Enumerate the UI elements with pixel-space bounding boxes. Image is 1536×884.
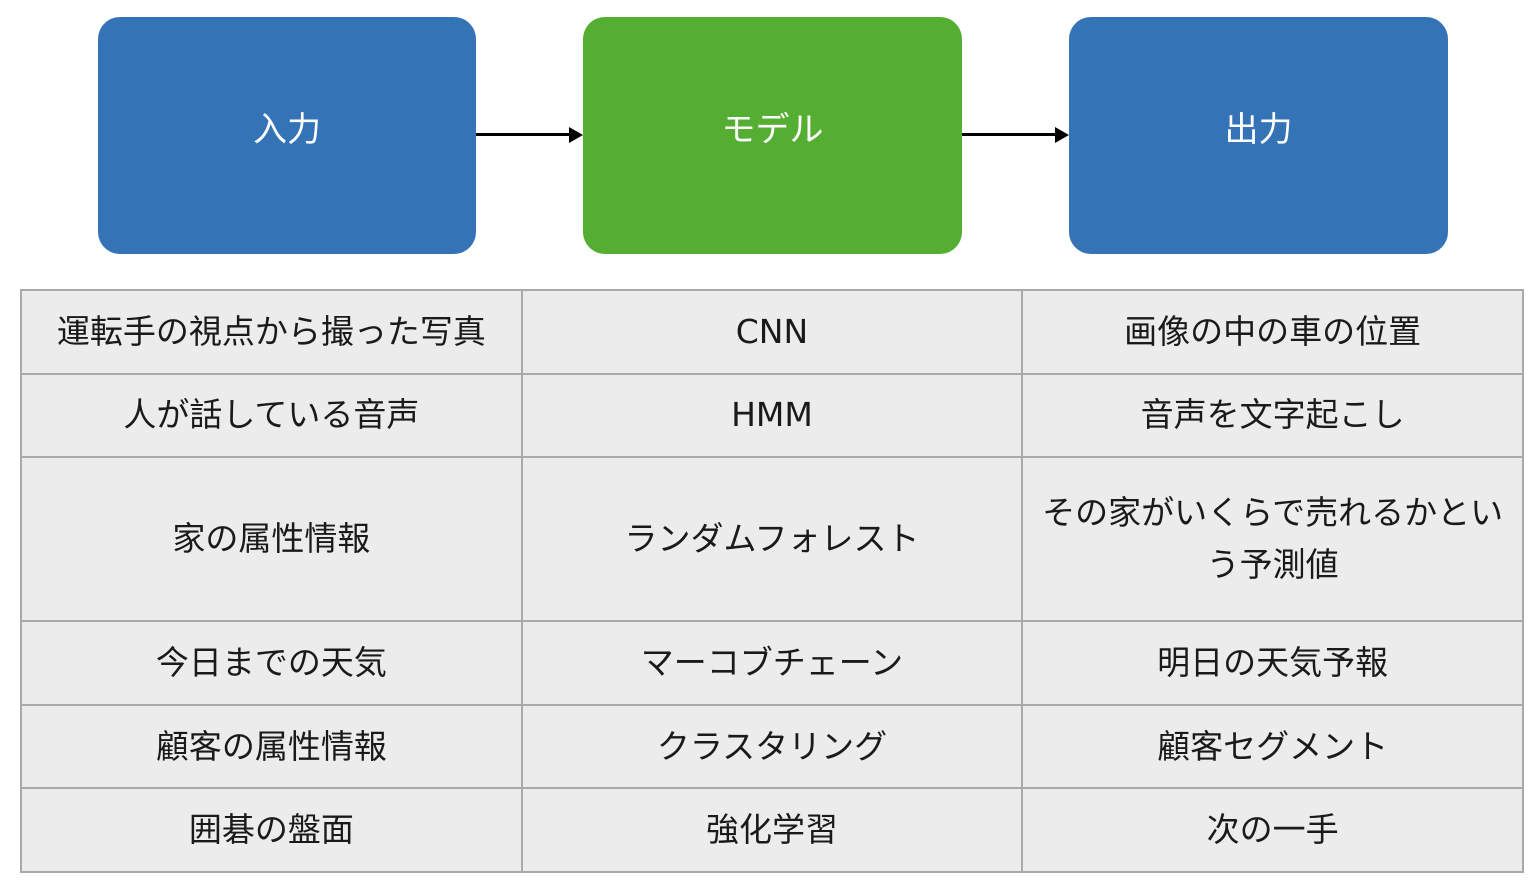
input-box-label: 入力 [253, 110, 321, 150]
table-row: 運転手の視点から撮った写真 CNN 画像の中の車の位置 [20, 289, 1524, 375]
model-cell: CNN [520, 289, 1024, 375]
input-cell: 運転手の視点から撮った写真 [20, 289, 523, 375]
output-cell: その家がいくらで売れるかという予測値 [1021, 456, 1524, 623]
output-box-label: 出力 [1224, 110, 1293, 150]
input-cell: 人が話している音声 [20, 372, 523, 459]
arrow-model-to-output [962, 133, 1057, 136]
output-cell: 明日の天気予報 [1021, 620, 1524, 706]
table-row: 今日までの天気 マーコブチェーン 明日の天気予報 [20, 620, 1524, 706]
model-box: モデル [583, 17, 962, 254]
input-cell: 顧客の属性情報 [20, 703, 523, 790]
model-cell: ランダムフォレスト [520, 456, 1024, 623]
table-row: 人が話している音声 HMM 音声を文字起こし [20, 372, 1524, 459]
output-cell: 音声を文字起こし [1021, 372, 1524, 459]
input-cell: 家の属性情報 [20, 456, 523, 623]
input-box: 入力 [98, 17, 476, 254]
model-cell: 強化学習 [520, 787, 1024, 873]
table-row: 囲碁の盤面 強化学習 次の一手 [20, 787, 1524, 873]
output-cell: 顧客セグメント [1021, 703, 1524, 790]
model-cell: マーコブチェーン [520, 620, 1024, 706]
arrowhead-input-to-model [569, 127, 583, 143]
examples-table: 運転手の視点から撮った写真 CNN 画像の中の車の位置 人が話している音声 HM… [20, 289, 1524, 873]
arrow-input-to-model [476, 133, 571, 136]
output-box: 出力 [1069, 17, 1448, 254]
output-cell: 画像の中の車の位置 [1021, 289, 1524, 375]
table-row: 家の属性情報 ランダムフォレスト その家がいくらで売れるかという予測値 [20, 456, 1524, 623]
input-cell: 囲碁の盤面 [20, 787, 523, 873]
model-cell: HMM [520, 372, 1024, 459]
model-cell: クラスタリング [520, 703, 1024, 790]
output-cell: 次の一手 [1021, 787, 1524, 873]
input-cell: 今日までの天気 [20, 620, 523, 706]
table-row: 顧客の属性情報 クラスタリング 顧客セグメント [20, 703, 1524, 790]
arrowhead-model-to-output [1055, 127, 1069, 143]
model-box-label: モデル [721, 110, 824, 150]
